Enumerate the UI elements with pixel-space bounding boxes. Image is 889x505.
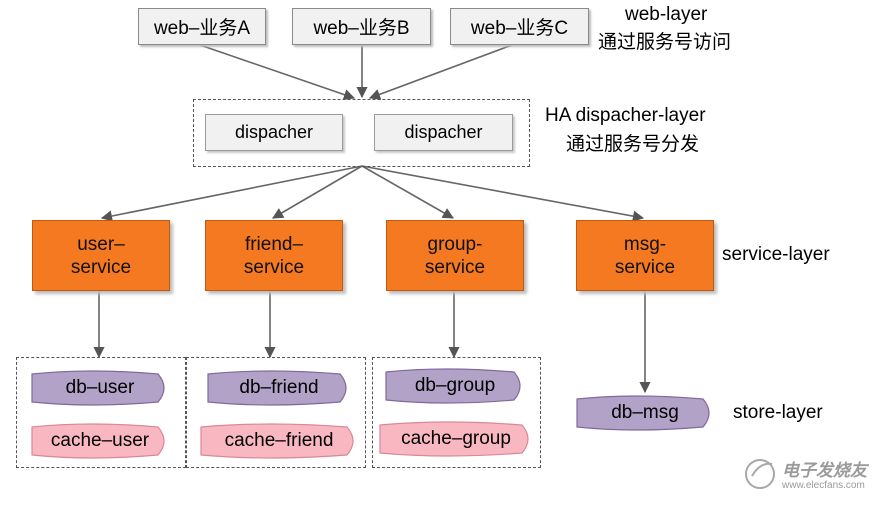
user-service-box: user–service — [32, 220, 170, 291]
cache-friend-shape — [200, 423, 354, 459]
cache-user-store: cache–user — [30, 423, 170, 459]
cache-group-shape — [379, 421, 529, 457]
user-service-line1: user– — [77, 233, 125, 255]
cache-user-shape — [31, 423, 165, 459]
web-box-c: web–业务C — [450, 8, 589, 45]
dispatcher-layer-label: HA dispacher-layer — [545, 105, 706, 126]
web-box-b: web–业务B — [292, 8, 431, 45]
group-service-box: group-service — [386, 220, 524, 291]
arrow-webC-to-dispatcher — [368, 44, 513, 100]
watermark-logo-icon — [745, 459, 775, 489]
store-layer-label: store-layer — [733, 402, 823, 423]
store-group-friend — [186, 357, 366, 468]
web-layer-sublabel: 通过服务号访问 — [598, 32, 732, 53]
store-group-group — [372, 357, 541, 468]
friend-service-line2: service — [243, 256, 305, 278]
msg-service-line2: service — [614, 256, 676, 278]
web-box-b-label: web–业务B — [313, 18, 410, 39]
db-user-shape — [31, 370, 165, 406]
dispatcher-layer-sublabel: 通过服务号分发 — [566, 134, 700, 155]
cache-group-label: cache–group — [401, 428, 511, 449]
db-friend-shape — [207, 370, 347, 406]
db-group-label: db–group — [414, 375, 496, 396]
db-msg-label: db–msg — [611, 402, 679, 423]
group-service-line1: group- — [427, 233, 483, 255]
cache-user-label: cache–user — [50, 430, 150, 451]
web-box-c-label: web–业务C — [470, 18, 569, 39]
watermark-brand: 电子发烧友 — [782, 461, 867, 480]
friend-service-box: friend–service — [205, 220, 343, 291]
dispatcher-box-1: dispacher — [205, 114, 343, 151]
user-service-line2: service — [70, 256, 132, 278]
db-friend-label: db–friend — [239, 377, 319, 398]
msg-service-line1: msg- — [623, 233, 667, 255]
cache-friend-label: cache–friend — [224, 430, 334, 451]
dispatcher-group — [193, 99, 530, 167]
msg-service-box: msg-service — [576, 220, 714, 291]
cache-friend-store: cache–friend — [199, 423, 359, 459]
cache-group-store: cache–group — [378, 421, 534, 457]
watermark: 电子发烧友 www.elecfans.com — [742, 452, 882, 498]
arrow-webA-to-dispatcher — [199, 44, 356, 101]
web-layer-label: web-layer — [625, 4, 708, 25]
group-service-line2: service — [424, 256, 486, 278]
arrow-dispatcher-to-msg-service — [361, 165, 645, 222]
web-box-a-label: web–业务A — [153, 18, 251, 39]
arrow-dispatcher-to-user-service — [100, 165, 363, 222]
arrow-dispatcher-to-friend-service — [272, 165, 363, 219]
db-user-store: db–user — [30, 370, 170, 406]
db-group-shape — [385, 368, 521, 404]
arrow-dispatcher-to-group-service — [361, 165, 454, 219]
web-box-a: web–业务A — [138, 8, 266, 45]
db-group-store: db–group — [384, 368, 526, 404]
db-msg-shape — [576, 395, 710, 431]
watermark-url: www.elecfans.com — [782, 480, 865, 491]
dispatcher-box-1-label: dispacher — [234, 122, 314, 142]
dispatcher-box-2: dispacher — [374, 114, 513, 151]
db-msg-store: db–msg — [575, 395, 715, 431]
db-friend-store: db–friend — [206, 370, 352, 406]
dispatcher-box-2-label: dispacher — [404, 122, 483, 142]
service-layer-label: service-layer — [722, 244, 830, 265]
db-user-label: db–user — [65, 377, 135, 398]
friend-service-line1: friend– — [244, 233, 304, 255]
store-group-user — [16, 357, 186, 468]
